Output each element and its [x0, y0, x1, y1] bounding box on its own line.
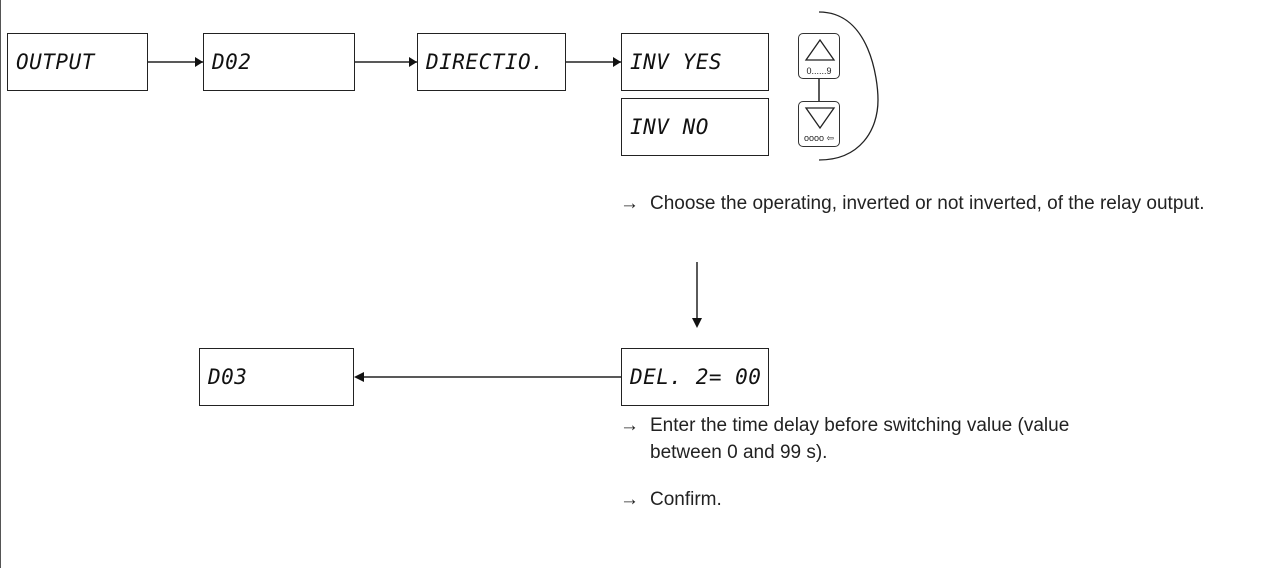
- down-key-button[interactable]: oooo ⇦: [798, 101, 840, 147]
- lcd-text-d02: D02: [212, 50, 252, 74]
- arrowhead-direction: [409, 57, 417, 67]
- up-key-button[interactable]: 0......9: [798, 33, 840, 79]
- triangle-up-icon: [804, 38, 836, 61]
- lcd-text-delay: DEL. 2= 00: [630, 365, 762, 389]
- lcd-box-inv-no: INV NO: [621, 98, 769, 156]
- key-loop-bracket: [818, 11, 879, 161]
- note-choose-text: Choose the operating, inverted or not in…: [650, 193, 1205, 214]
- right-arrow-icon: →: [620, 415, 639, 436]
- note-confirm: → Confirm.: [620, 486, 920, 513]
- right-arrow-icon: →: [620, 489, 639, 510]
- arrowhead-delay: [692, 318, 702, 328]
- lcd-box-d03: D03: [199, 348, 354, 406]
- arrowhead-inv: [613, 57, 621, 67]
- lcd-box-d02: D02: [203, 33, 355, 91]
- down-key-label: oooo ⇦: [803, 133, 835, 143]
- lcd-text-inv-yes: INV YES: [630, 50, 723, 74]
- lcd-text-direction: DIRECTIO.: [426, 50, 545, 74]
- lcd-box-delay: DEL. 2= 00: [621, 348, 769, 406]
- arrowhead-d02: [195, 57, 203, 67]
- lcd-box-direction: DIRECTIO.: [417, 33, 566, 91]
- lcd-box-output: OUTPUT: [7, 33, 148, 91]
- arrowhead-d03: [354, 372, 364, 382]
- up-key-label: 0......9: [806, 66, 832, 76]
- note-enter-delay: → Enter the time delay before switching …: [620, 412, 1090, 466]
- lcd-text-d03: D03: [208, 365, 248, 389]
- page-left-border: [0, 0, 1, 568]
- triangle-down-icon: [804, 107, 836, 130]
- lcd-box-inv-yes: INV YES: [621, 33, 769, 91]
- note-confirm-text: Confirm.: [650, 489, 722, 510]
- note-choose: → Choose the operating, inverted or not …: [620, 190, 1260, 217]
- right-arrow-icon: →: [620, 193, 639, 214]
- lcd-text-inv-no: INV NO: [630, 115, 709, 139]
- lcd-text-output: OUTPUT: [16, 50, 95, 74]
- note-enter-delay-text: Enter the time delay before switching va…: [650, 415, 1070, 463]
